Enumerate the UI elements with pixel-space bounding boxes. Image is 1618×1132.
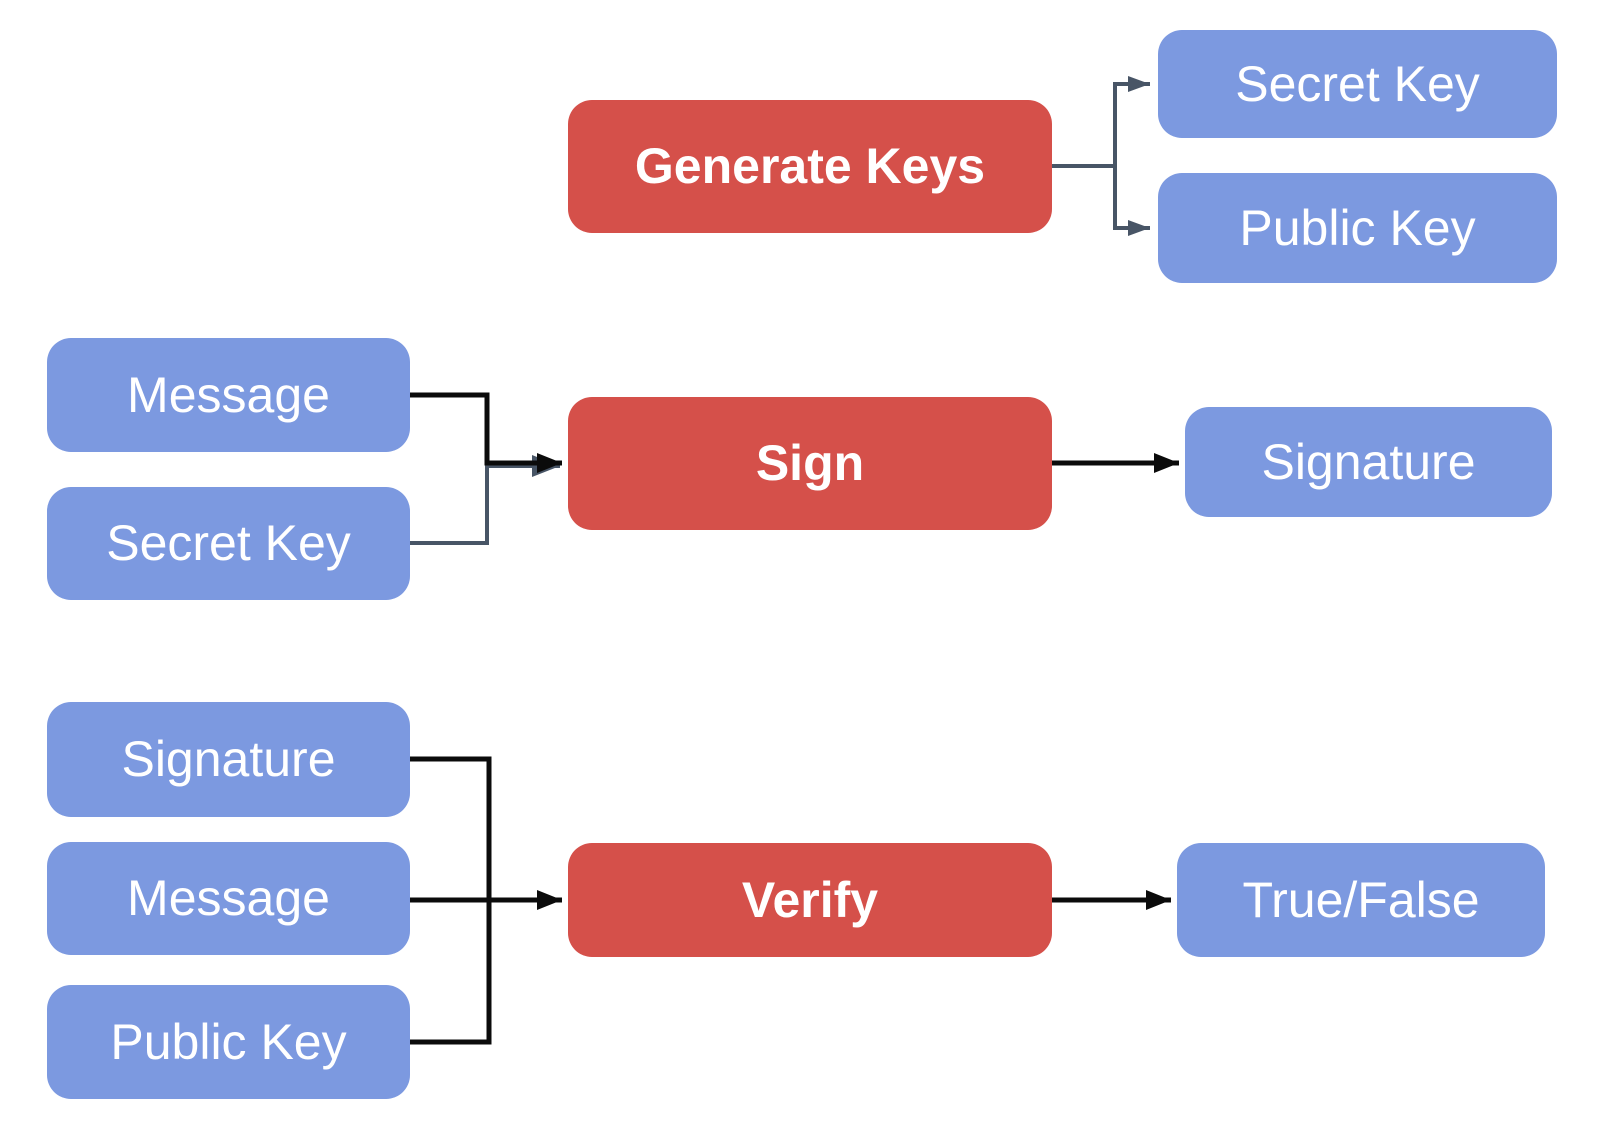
node-label: True/False bbox=[1242, 871, 1480, 928]
node-label: Signature bbox=[1261, 433, 1476, 490]
node-label: Sign bbox=[755, 435, 865, 491]
node-label: Generate Keys bbox=[634, 138, 986, 194]
message-input-verify-node: Message bbox=[47, 842, 410, 955]
verify-node: Verify bbox=[568, 843, 1052, 957]
secret-key-output-node: Secret Key bbox=[1158, 30, 1557, 138]
node-label: Secret Key bbox=[1235, 55, 1480, 112]
public-key-output-node: Public Key bbox=[1158, 173, 1557, 283]
node-label: Public Key bbox=[110, 1013, 347, 1070]
connector-signature-to-verify bbox=[410, 756, 492, 899]
public-key-input-verify-node: Public Key bbox=[47, 985, 410, 1099]
connector-generate-to-secret-key bbox=[1113, 76, 1150, 166]
generate-keys-node: Generate Keys bbox=[568, 100, 1052, 233]
connector-public-key-to-verify bbox=[410, 901, 492, 1045]
signature-output-node: Signature bbox=[1185, 407, 1552, 517]
connector-secret-key-to-sign bbox=[410, 455, 560, 545]
sign-node: Sign bbox=[568, 397, 1052, 530]
connector-generate-to-public-key bbox=[1113, 166, 1150, 236]
message-input-sign-node: Message bbox=[47, 338, 410, 452]
node-label: Secret Key bbox=[106, 515, 351, 571]
secret-key-input-sign-node: Secret Key bbox=[47, 487, 410, 600]
connector-message-to-sign bbox=[410, 392, 562, 473]
node-label: Message bbox=[127, 870, 330, 926]
node-label: Verify bbox=[741, 871, 879, 928]
signature-input-verify-node: Signature bbox=[47, 702, 410, 817]
node-label: Message bbox=[127, 366, 330, 423]
node-label: Signature bbox=[121, 731, 336, 787]
node-label: Public Key bbox=[1239, 199, 1476, 256]
true-false-output-node: True/False bbox=[1177, 843, 1545, 957]
